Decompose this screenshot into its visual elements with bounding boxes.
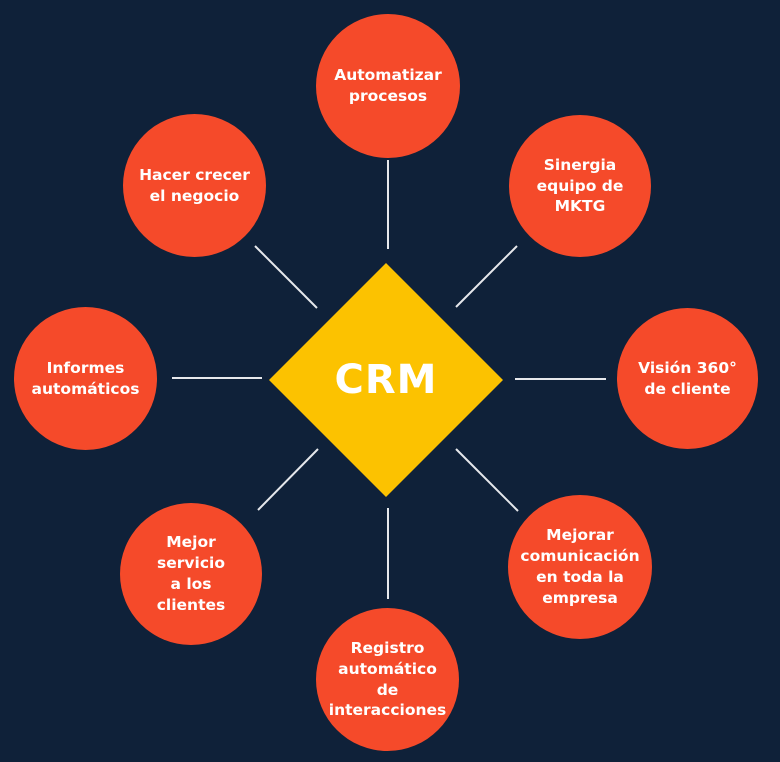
connector-crecer	[254, 245, 318, 309]
node-sinergia-equipo: Sinergia equipo de MKTG	[509, 115, 651, 257]
node-label: Hacer crecer el negocio	[139, 165, 250, 205]
node-label: Mejor servicio a los clientes	[156, 533, 226, 614]
node-hacer-crecer: Hacer crecer el negocio	[123, 114, 266, 257]
connector-servicio	[257, 448, 319, 511]
node-registro-automatico: Registro automático de interacciones	[316, 608, 459, 751]
node-label: Visión 360° de cliente	[638, 358, 737, 398]
node-mejor-servicio: Mejor servicio a los clientes	[120, 503, 262, 645]
node-label: Sinergia equipo de MKTG	[536, 155, 624, 216]
connector-mejorar	[455, 448, 519, 512]
node-label: Mejorar comunicación en toda la empresa	[520, 526, 640, 607]
node-informes-automaticos: Informes automáticos	[14, 307, 157, 450]
node-mejorar-comunicacion: Mejorar comunicación en toda la empresa	[508, 495, 652, 639]
connector-sinergia	[455, 245, 518, 308]
node-label: Informes automáticos	[31, 358, 140, 398]
node-label: Automatizar procesos	[334, 66, 442, 105]
node-vision-360: Visión 360° de cliente	[617, 308, 758, 449]
node-label: Registro automático de interacciones	[328, 638, 447, 720]
crm-label: CRM	[334, 357, 438, 403]
node-automatizar-procesos: Automatizar procesos	[316, 14, 460, 158]
